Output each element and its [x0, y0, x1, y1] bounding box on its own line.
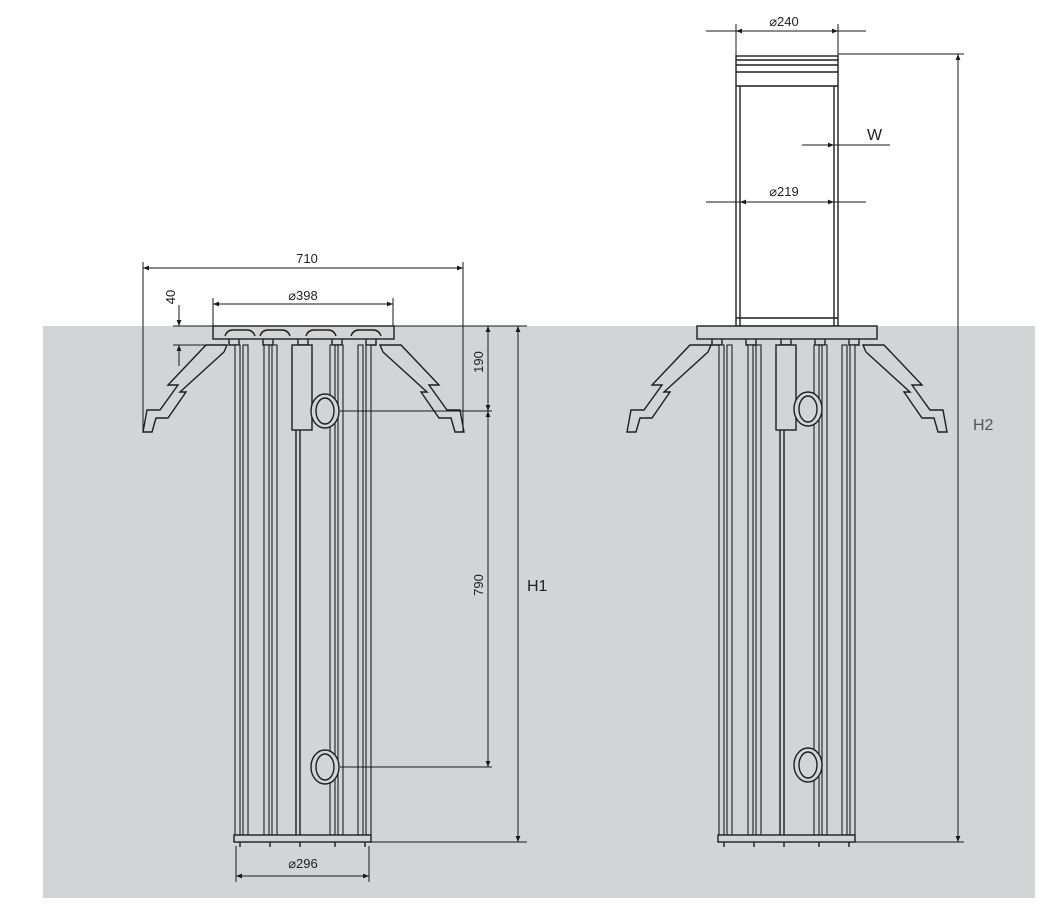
label-h1: H1: [527, 578, 548, 595]
left-dimensions: 710 ⌀398 40 190 790 H1 ⌀296: [142, 251, 548, 882]
dim-wall-thickness: W: [867, 127, 883, 144]
dim-flange-diameter: ⌀398: [288, 288, 318, 303]
dim-spacing-790: 790: [471, 574, 486, 596]
dim-flange-thickness: 40: [163, 290, 178, 304]
left-foundation-cage: [142, 325, 465, 847]
dim-width-710: 710: [296, 251, 318, 266]
dim-body-diameter: ⌀219: [769, 184, 799, 199]
ground-area: [43, 326, 1035, 898]
dim-base-diameter: ⌀296: [288, 856, 318, 871]
dim-top-diameter: ⌀240: [769, 14, 799, 29]
dim-depth-190: 190: [471, 351, 486, 373]
right-bollard-assembly: [626, 55, 948, 847]
label-h2: H2: [973, 417, 994, 434]
right-dimensions: ⌀240 ⌀219 W H2: [706, 14, 994, 843]
